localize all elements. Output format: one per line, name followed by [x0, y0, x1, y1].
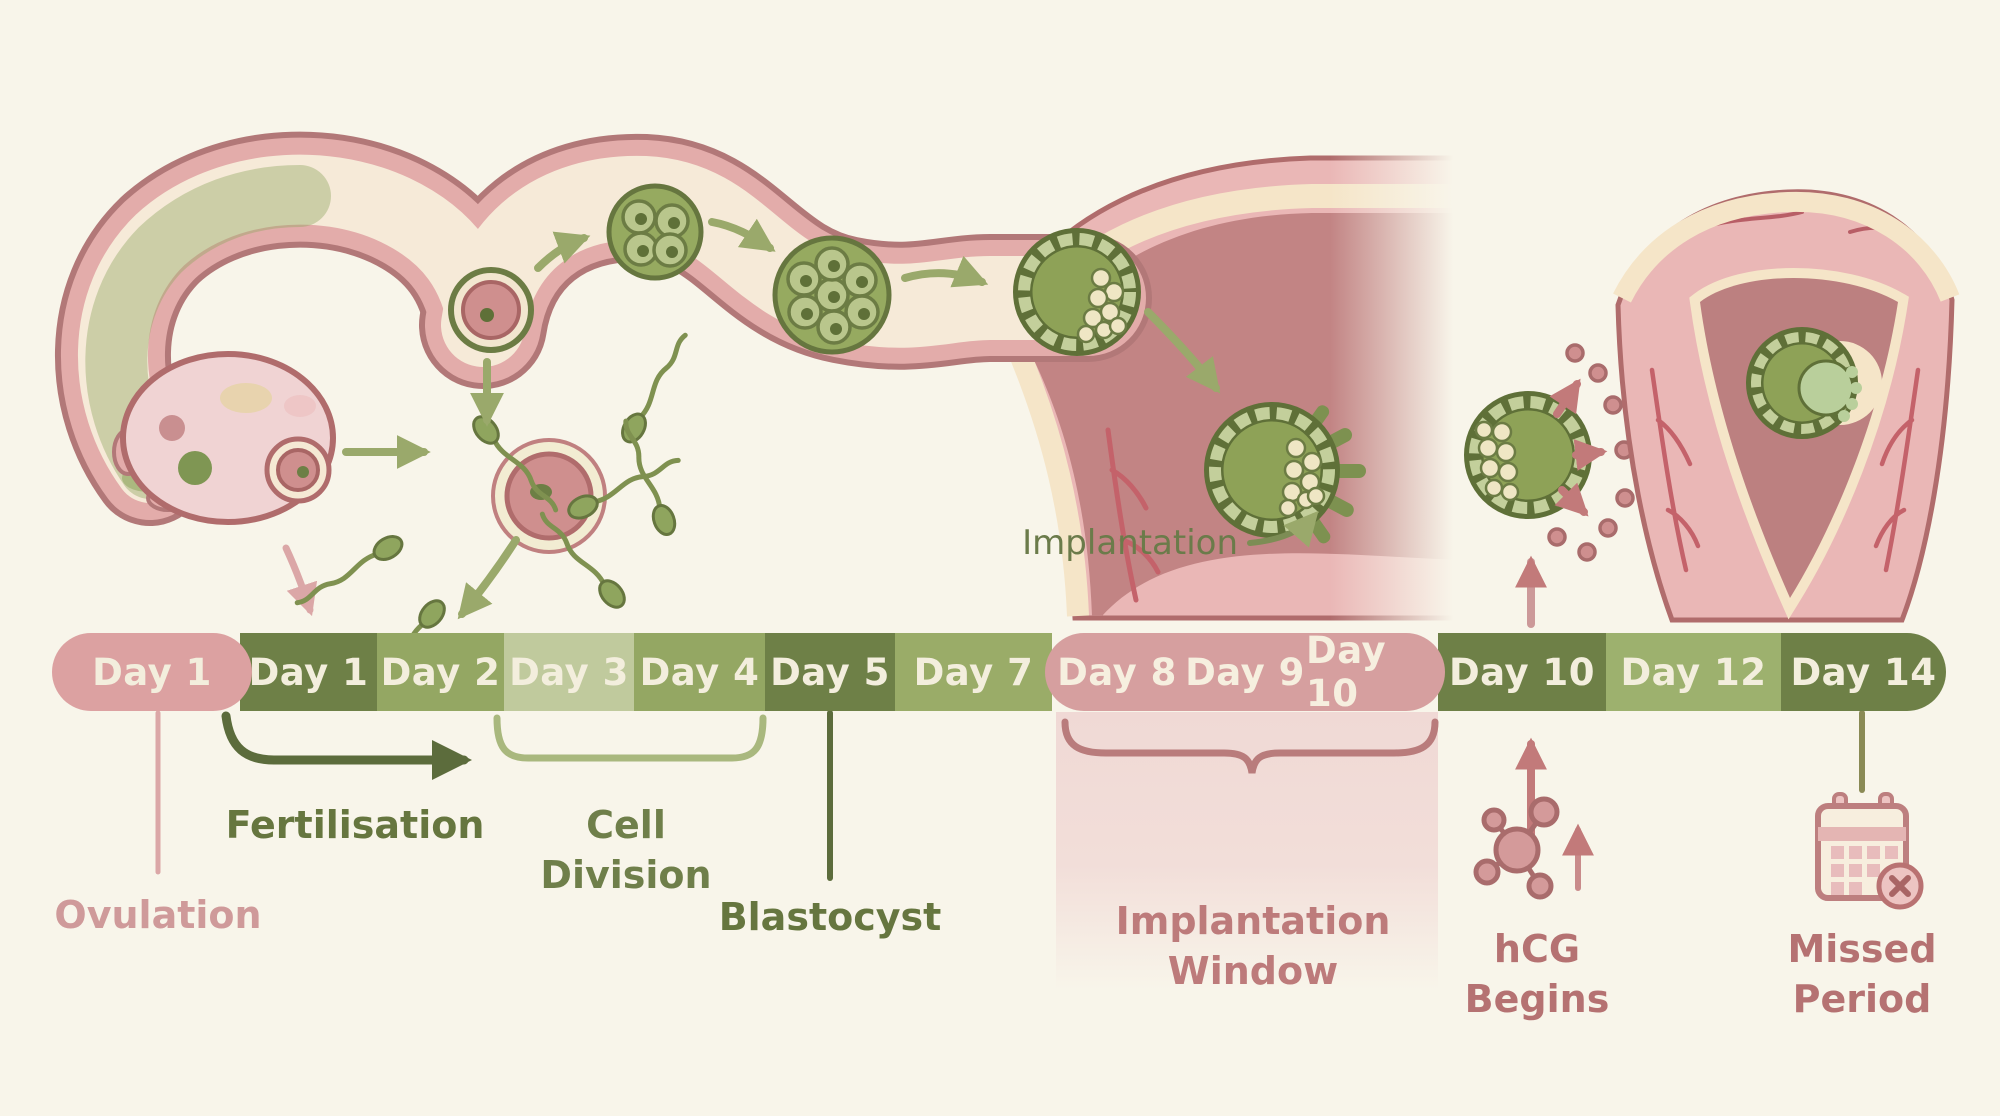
- timeline-segment: Day 4: [634, 633, 765, 711]
- zygote-to-cleavage-arrow-icon: [534, 231, 591, 272]
- blastocyst-stage: [1013, 228, 1141, 356]
- fertilisation-label: Fertilisation: [195, 800, 515, 850]
- four-cell-stage: [606, 183, 704, 281]
- hcg-line2: Begins: [1464, 977, 1610, 1021]
- sperm-icon: [291, 532, 406, 610]
- uterus-implantation-illustration: [1002, 140, 1475, 640]
- timeline-day-label: Day 1: [248, 650, 369, 694]
- timeline-segment: Day 7: [895, 633, 1052, 711]
- missed-period-line1: Missed: [1787, 927, 1937, 971]
- zygote-stage: [448, 267, 534, 353]
- cycle-timeline: Day 1 Day 2 Day 3 Day 4 Day 5 Day 7 Day …: [0, 629, 2000, 715]
- implantation-window-brace: [1061, 718, 1439, 774]
- follicle: [159, 415, 185, 441]
- timeline-day-label: Day 2: [380, 650, 501, 694]
- hcg-begins-label: hCG Begins: [1417, 924, 1657, 1024]
- timeline-day-label: Day 1: [92, 650, 212, 694]
- hcg-molecule-icon: [1473, 796, 1560, 900]
- implanting-blastocyst: [1204, 402, 1366, 544]
- missed-period-label: Missed Period: [1742, 924, 1982, 1024]
- blood-vessels: [1873, 367, 1921, 573]
- follicle: [220, 383, 272, 413]
- implantation-arrow-icon: [1247, 510, 1319, 548]
- timeline-segment-ovulation: Day 1: [52, 633, 252, 711]
- timeline-day-label: Day 5: [770, 650, 890, 694]
- timeline-segment: Day 1: [240, 633, 377, 711]
- fertilisation-to-timeline-arrow-icon: [457, 536, 520, 620]
- missed-period-line2: Period: [1792, 977, 1932, 1021]
- cleavage-to-morula-arrow-icon: [708, 218, 776, 252]
- implantation-label: Implantation: [1022, 523, 1238, 563]
- follicle: [178, 451, 212, 485]
- timeline-segment-implantation-window: Day 8 Day 9 Day 10: [1045, 629, 1445, 715]
- ovulation-arrow-icon: [282, 544, 318, 617]
- timeline-segment: Day 2: [377, 633, 504, 711]
- timeline-day-label: Day 10: [1306, 629, 1387, 715]
- hcg-release-illustration: [1464, 343, 1635, 562]
- uterus-implanted-illustration: [1613, 189, 1960, 623]
- timeline-day-label: Day 12: [1620, 650, 1767, 694]
- implantation-window-label: Implantation Window: [1073, 896, 1433, 996]
- implantation-window-line2: Window: [1167, 949, 1339, 993]
- morula-stage: [772, 235, 892, 355]
- hcg-line1: hCG: [1493, 927, 1581, 971]
- calendar-x-icon: [1815, 792, 1924, 910]
- follicle: [284, 395, 316, 417]
- timeline-day-label: Day 9: [1185, 650, 1305, 694]
- fertilisation-arrow-icon: [221, 711, 472, 780]
- timeline-day-label: Day 8: [1057, 650, 1177, 694]
- timeline-day-label: Day 10: [1448, 650, 1596, 694]
- released-egg: [297, 466, 309, 478]
- fertilisation-label-text: Fertilisation: [225, 803, 485, 847]
- timeline-segment: Day 12: [1606, 633, 1781, 711]
- timeline-segment: Day 5: [765, 633, 895, 711]
- blood-vessels: [1649, 367, 1701, 573]
- implantation-window-line1: Implantation: [1115, 899, 1391, 943]
- timeline-day-label: Day 4: [639, 650, 760, 694]
- hcg-dots: [1547, 343, 1635, 562]
- timeline-segment: Day 14: [1781, 633, 1946, 711]
- fertilisation-illustration: [291, 331, 695, 701]
- sperm-icon: [618, 331, 696, 446]
- ovulation-label: Ovulation: [18, 890, 298, 940]
- ovary-illustration: [120, 351, 336, 525]
- blastocyst-label: Blastocyst: [670, 892, 990, 942]
- cell-division-label: Cell Division: [506, 800, 746, 900]
- timeline-day-label: Day 7: [913, 650, 1034, 694]
- hcg-secretion-arrow-icon: [1549, 378, 1608, 517]
- ovulation-label-text: Ovulation: [54, 893, 262, 937]
- blood-vessels: [1105, 427, 1161, 603]
- timeline-day-label: Day 3: [509, 650, 629, 694]
- timeline-segment: Day 10: [1438, 633, 1606, 711]
- blastocyst-to-uterus-arrow-icon: [1144, 308, 1221, 394]
- fallopian-tube: [54, 131, 1152, 526]
- cell-division-line1: Cell: [586, 803, 666, 847]
- morula-to-blastocyst-arrow-icon: [901, 255, 989, 288]
- blastocyst-label-text: Blastocyst: [718, 895, 942, 939]
- timeline-segment: Day 3: [504, 633, 634, 711]
- timeline-day-label: Day 14: [1790, 650, 1937, 694]
- embryo-villi: [1838, 366, 1862, 422]
- cell-division-line2: Division: [540, 853, 712, 897]
- cell-division-bracket: [493, 714, 767, 762]
- tube-green-shading: [85, 165, 331, 499]
